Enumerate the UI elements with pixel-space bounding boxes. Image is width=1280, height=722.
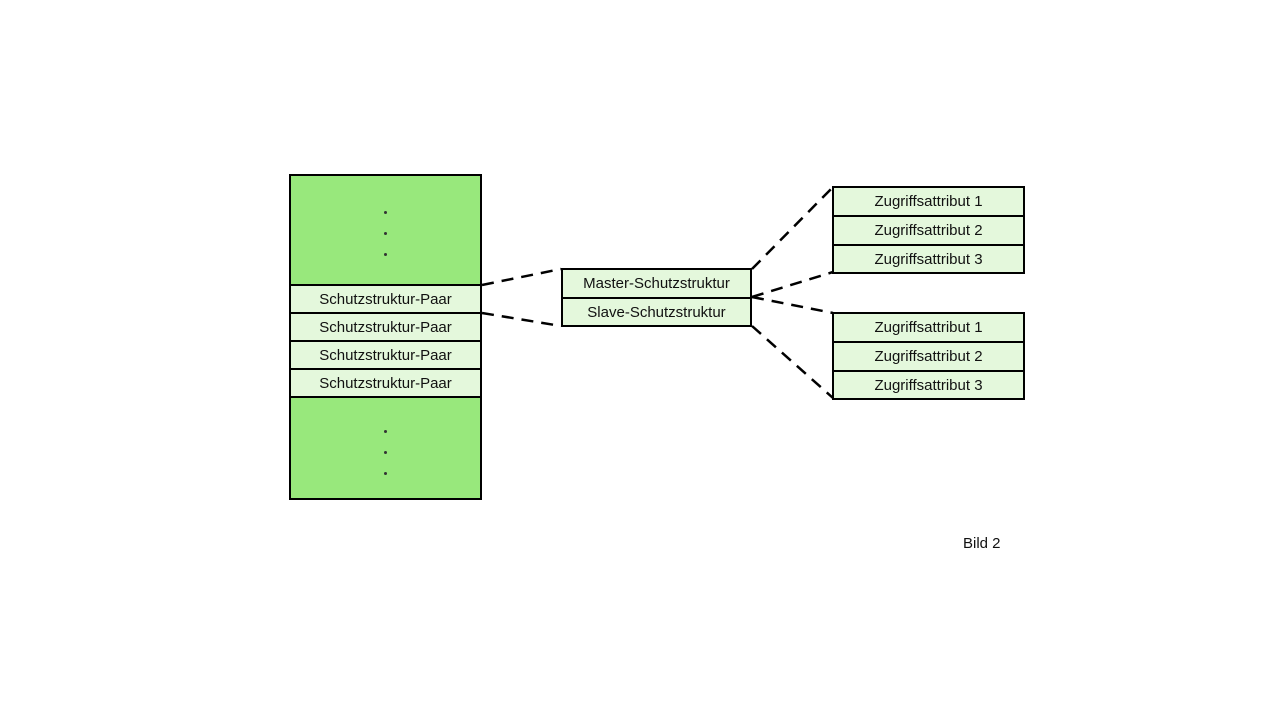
slave-structure: Slave-Schutzstruktur — [561, 297, 752, 327]
figure-caption: Bild 2 — [963, 535, 1001, 552]
ellipsis-dot — [384, 232, 387, 235]
master-attribute-1: Zugriffsattribut 1 — [832, 186, 1025, 217]
master-structure: Master-Schutzstruktur — [561, 268, 752, 299]
pair-row-4: Schutzstruktur-Paar — [289, 368, 482, 398]
ellipsis-dot — [384, 451, 387, 454]
ellipsis-dot — [384, 253, 387, 256]
ellipsis-top — [291, 202, 480, 265]
master-attribute-2: Zugriffsattribut 2 — [832, 215, 1025, 246]
connector-master-attr-bottom — [751, 270, 834, 299]
slave-attribute-1: Zugriffsattribut 1 — [832, 312, 1025, 343]
pair-row-3: Schutzstruktur-Paar — [289, 340, 482, 370]
connector-pair-to-master — [481, 267, 562, 287]
slave-attribute-3: Zugriffsattribut 3 — [832, 370, 1025, 400]
master-attribute-3: Zugriffsattribut 3 — [832, 244, 1025, 274]
ellipsis-bottom — [291, 421, 480, 484]
connector-master-attr-top — [751, 186, 834, 270]
connector-pair-to-slave — [481, 311, 562, 328]
ellipsis-dot — [384, 472, 387, 475]
slave-attribute-2: Zugriffsattribut 2 — [832, 341, 1025, 372]
pair-row-2: Schutzstruktur-Paar — [289, 312, 482, 342]
ellipsis-dot — [384, 211, 387, 214]
ellipsis-dot — [384, 430, 387, 433]
connector-slave-attr-top — [751, 295, 834, 315]
pair-row-1: Schutzstruktur-Paar — [289, 284, 482, 314]
connector-slave-attr-bottom — [751, 325, 834, 399]
